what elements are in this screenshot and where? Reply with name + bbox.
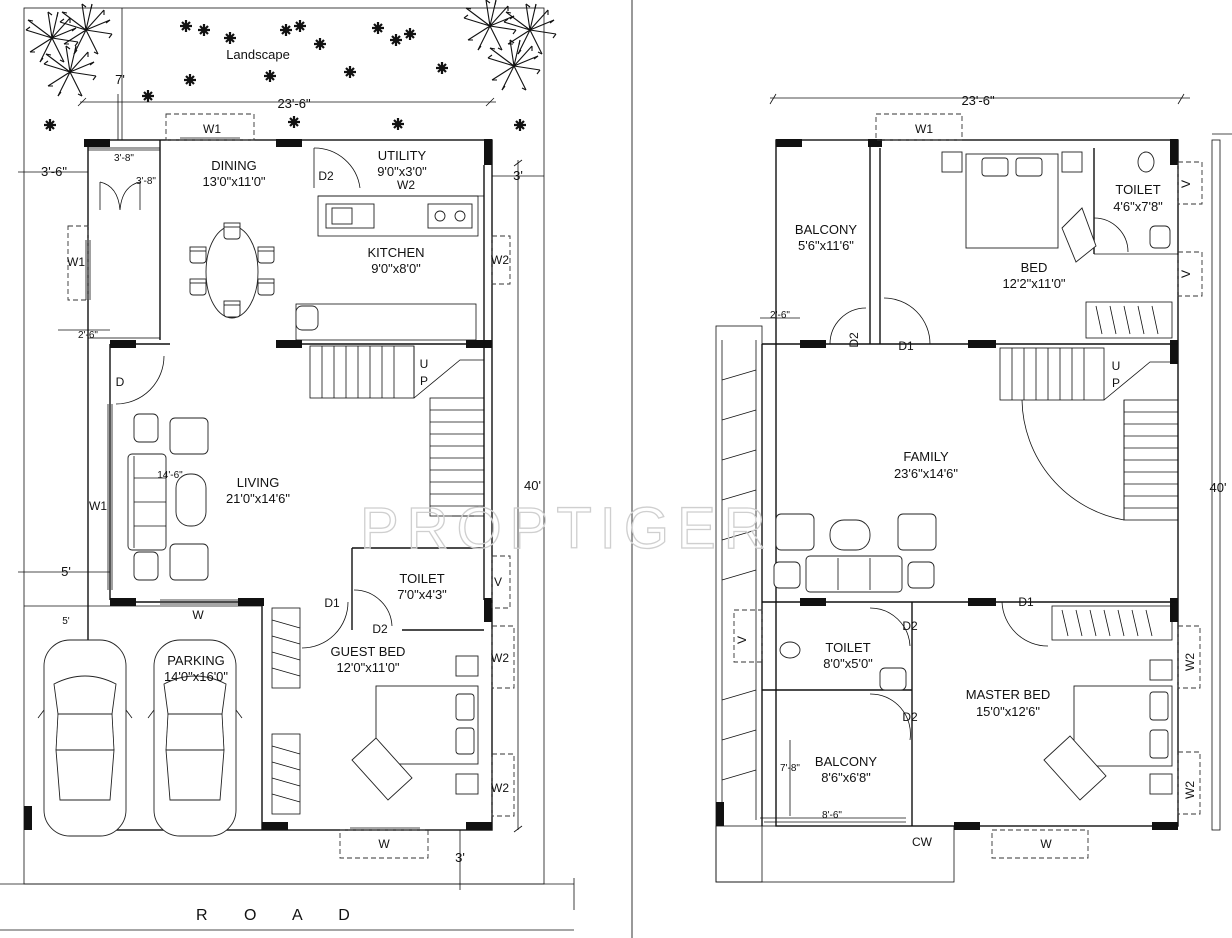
room-size: 4'6"x7'8"	[1113, 199, 1163, 214]
room-size: 9'0"x3'0"	[377, 164, 427, 179]
opening-label: CW	[912, 835, 933, 849]
opening-label: V	[494, 575, 502, 589]
porch-depth-dim: 3'-8"	[136, 176, 156, 187]
opening-label: W1	[89, 499, 107, 513]
room-name: BALCONY	[815, 754, 877, 769]
room-size: 12'2"x11'0"	[1002, 276, 1065, 291]
ground-room-labels: DINING 13'0"x11'0" UTILITY 9'0"x3'0" KIT…	[164, 148, 447, 684]
road-label: R O A D	[196, 907, 366, 924]
room-name: BALCONY	[795, 222, 857, 237]
room-size: 12'0"x11'0"	[336, 660, 399, 675]
stair-label: U	[420, 357, 429, 371]
opening-label: D1	[324, 596, 340, 610]
opening-label: V	[735, 636, 749, 644]
stair-label: P	[1112, 376, 1120, 390]
opening-label: W2	[1183, 653, 1197, 671]
side-right-dim: 3'	[513, 168, 523, 183]
first-floor-plan: 23'-6" 40' 2'-6" 7'-8" 8'-6" BALCONY 5'6…	[715, 93, 1232, 883]
balcony-depth-dim: 7'-8"	[780, 763, 800, 774]
room-size: 5'6"x11'6"	[798, 238, 854, 253]
opening-label: W	[1040, 837, 1052, 851]
side-5-dim: 5'	[61, 564, 71, 579]
opening-label: D2	[372, 622, 388, 636]
ground-width-dim: 23'-6"	[277, 96, 311, 111]
ground-floor-plan: Landscape R O A D 23'-6" 7' 3'-6" 3' 40'…	[0, 0, 575, 931]
stair-label: U	[1112, 359, 1121, 373]
room-size: 14'0"x16'0"	[164, 669, 228, 684]
opening-label: D1	[1018, 595, 1034, 609]
opening-label: W	[378, 837, 390, 851]
stair-label: P	[420, 374, 428, 388]
opening-label: D	[116, 375, 125, 389]
room-size: 21'0"x14'6"	[226, 491, 290, 506]
room-name: UTILITY	[378, 148, 427, 163]
ground-opening-labels: W1 D2 W2 W1 W2 D W1 W D1 D2 V W2 W2 W U …	[67, 122, 509, 851]
opening-label: D2	[318, 169, 334, 183]
room-size: 15'0"x12'6"	[976, 704, 1040, 719]
first-room-labels: BALCONY 5'6"x11'6" BED 12'2"x11'0" TOILE…	[795, 182, 1163, 785]
opening-label: W2	[491, 781, 509, 795]
room-size: 7'0"x4'3"	[397, 587, 447, 602]
room-size: 13'0"x11'0"	[202, 174, 265, 189]
watermark: PROPTIGER	[360, 496, 774, 561]
opening-label: W2	[397, 178, 415, 192]
passage-dim: 2'-6"	[78, 330, 98, 341]
first-opening-labels: W1 D2 D1 D1 D2 D2 CW W W2 W2 V V V U P	[735, 122, 1197, 851]
opening-label: W2	[1183, 781, 1197, 799]
opening-label: D2	[902, 619, 918, 633]
opening-label: W1	[67, 255, 85, 269]
front-dim: 3'	[455, 850, 465, 865]
opening-label: V	[1179, 270, 1193, 278]
opening-label: D2	[902, 710, 918, 724]
porch-width-dim: 3'-8"	[114, 153, 134, 164]
room-name: TOILET	[399, 571, 444, 586]
parking-5-dim: 5'	[62, 616, 70, 627]
opening-label: V	[1179, 180, 1193, 188]
room-name: TOILET	[1115, 182, 1160, 197]
room-size: 9'0"x8'0"	[371, 261, 421, 276]
opening-label: D1	[898, 339, 914, 353]
ground-depth-dim: 40'	[524, 478, 541, 493]
landscape-label: Landscape	[226, 47, 290, 62]
room-size: 8'0"x5'0"	[823, 656, 873, 671]
room-name: BED	[1021, 260, 1048, 275]
opening-label: W	[192, 608, 204, 622]
room-name: DINING	[211, 158, 257, 173]
side-left-dim: 3'-6"	[41, 164, 67, 179]
first-passage-dim: 2'-6"	[770, 310, 790, 321]
room-name: KITCHEN	[367, 245, 424, 260]
opening-label: W1	[915, 122, 933, 136]
room-size: 8'6"x6'8"	[821, 770, 871, 785]
opening-label: W1	[203, 122, 221, 136]
room-size: 23'6"x14'6"	[894, 466, 958, 481]
first-width-dim: 23'-6"	[961, 93, 995, 108]
balcony-width-dim: 8'-6"	[822, 810, 842, 821]
living-width-dim: 14'-6"	[157, 470, 183, 481]
room-name: PARKING	[167, 653, 225, 668]
first-depth-dim: 40'	[1210, 480, 1227, 495]
opening-label: W2	[491, 253, 509, 267]
setback-dim: 7'	[115, 72, 125, 87]
room-name: TOILET	[825, 640, 870, 655]
room-name: GUEST BED	[331, 644, 406, 659]
room-name: LIVING	[237, 475, 280, 490]
room-name: FAMILY	[903, 449, 949, 464]
room-name: MASTER BED	[966, 687, 1051, 702]
opening-label: D2	[847, 332, 861, 348]
opening-label: W2	[491, 651, 509, 665]
